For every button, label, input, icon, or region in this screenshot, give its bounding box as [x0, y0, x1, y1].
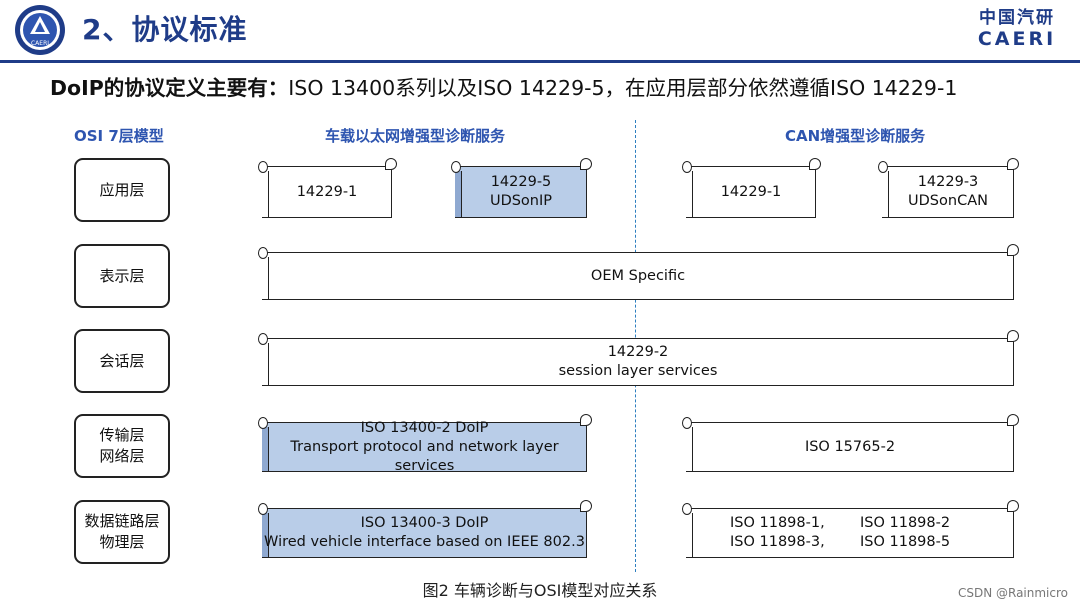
protocol-box-14229-3-udsoncan: 14229-3 UDSonCAN — [878, 158, 1019, 218]
protocol-label: UDSonIP — [489, 193, 553, 209]
protocol-box-iso-11898: ISO 11898-1, ISO 11898-2 ISO 11898-3, IS… — [682, 500, 1019, 558]
protocol-box-14229-2-session: 14229-2 session layer services — [258, 330, 1019, 386]
subtitle: DoIP的协议定义主要有：ISO 13400系列以及ISO 14229-5，在应… — [50, 73, 957, 103]
protocol-label: Transport protocol and network layer ser… — [290, 438, 559, 474]
protocol-label-grid: ISO 11898-1, ISO 11898-2 ISO 11898-3, IS… — [730, 514, 970, 552]
protocol-label: ISO 13400-3 DoIP — [360, 515, 489, 531]
protocol-label: UDSonCAN — [908, 193, 988, 209]
header-divider — [0, 60, 1080, 63]
protocol-label: ISO 15765-2 — [804, 438, 896, 455]
protocol-label: session layer services — [558, 363, 718, 379]
protocol-box-oem-specific: OEM Specific — [258, 244, 1019, 300]
osi-layer-label: 网络层 — [99, 447, 145, 465]
protocol-label: ISO 13400-2 DoIP — [360, 419, 489, 436]
osi-layer-label: 应用层 — [99, 180, 145, 199]
osi-layer-session: 会话层 — [74, 329, 170, 393]
osi-layer-label: 传输层 — [99, 426, 145, 444]
protocol-label: 14229-5 — [490, 174, 552, 190]
brand-name-cn: 中国汽研 — [979, 8, 1055, 28]
protocol-box-iso-13400-2: ISO 13400-2 DoIP Transport protocol and … — [258, 414, 592, 474]
protocol-label: 14229-3 — [917, 174, 979, 190]
osi-layer-label: 会话层 — [99, 351, 145, 370]
osi-layer-label: 数据链路层 — [84, 512, 160, 530]
can-column-heading: CAN增强型诊断服务 — [785, 127, 926, 145]
protocol-label: ISO 11898-3, — [730, 534, 825, 550]
protocol-box-iso-15765-2: ISO 15765-2 — [682, 414, 1019, 472]
protocol-label: ISO 11898-2 — [860, 515, 951, 531]
figure-caption: 图2 车辆诊断与OSI模型对应关系 — [422, 581, 658, 600]
osi-layer-datalink-physical: 数据链路层 物理层 — [74, 500, 170, 564]
brand-logo: 中国汽研 CAERI — [972, 8, 1062, 50]
caeri-logo: CAERI — [14, 4, 66, 56]
logo-text: CAERI — [31, 40, 49, 47]
protocol-label: OEM Specific — [590, 267, 686, 284]
brand-name-en: CAERI — [977, 28, 1057, 50]
protocol-box-14229-1-can: 14229-1 — [682, 158, 821, 218]
osi-column-heading: OSI 7层模型 — [74, 127, 164, 145]
protocol-label: 14229-1 — [720, 183, 782, 200]
osi-layer-application: 应用层 — [74, 158, 170, 222]
protocol-box-14229-1-doip: 14229-1 — [258, 158, 397, 218]
watermark: CSDN @Rainmicro — [957, 586, 1068, 600]
protocol-label: Wired vehicle interface based on IEEE 80… — [264, 534, 585, 550]
doip-column-heading: 车载以太网增强型诊断服务 — [325, 127, 506, 145]
protocol-box-14229-5-udsonip: 14229-5 UDSonIP — [451, 158, 592, 218]
protocol-label: 14229-1 — [296, 183, 358, 200]
osi-layer-label: 物理层 — [99, 533, 145, 551]
protocol-label: ISO 11898-1, — [730, 515, 825, 531]
osi-layer-label: 表示层 — [99, 266, 145, 285]
protocol-box-iso-13400-3: ISO 13400-3 DoIP Wired vehicle interface… — [258, 500, 592, 558]
subtitle-lead: DoIP的协议定义主要有： — [50, 76, 289, 100]
protocol-label: 14229-2 — [607, 344, 669, 360]
protocol-label: ISO 11898-5 — [860, 534, 951, 550]
subtitle-text: ISO 13400系列以及ISO 14229-5，在应用层部分依然遵循ISO 1… — [288, 76, 958, 100]
slide-title: 2、协议标准 — [82, 13, 248, 46]
osi-layer-presentation: 表示层 — [74, 244, 170, 308]
osi-layer-transport-network: 传输层 网络层 — [74, 414, 170, 478]
